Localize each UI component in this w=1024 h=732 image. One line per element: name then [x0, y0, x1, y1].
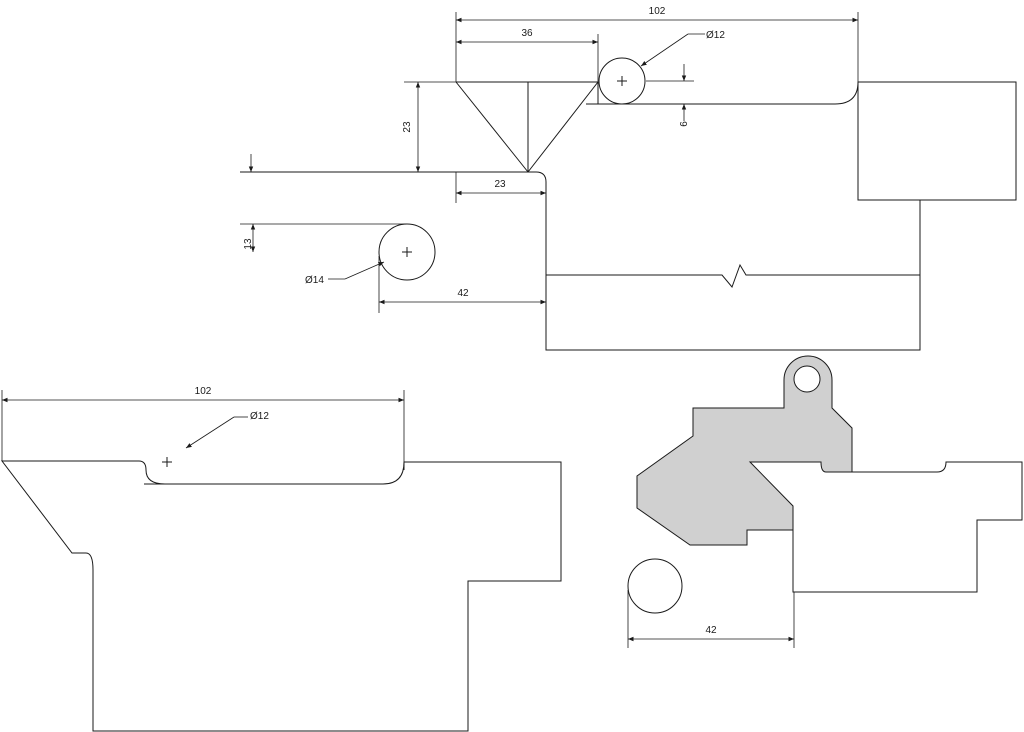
dim-label-102: 102: [649, 6, 666, 17]
dim-label-23-horizontal: 23: [494, 179, 506, 190]
dim-102-bottom-left: 102: [1, 386, 405, 462]
bottom-left-view: 102 Ø12: [0, 386, 562, 732]
dim-label-42-bottom: 42: [705, 625, 717, 636]
bottom-left-profile: [0, 460, 562, 732]
dim-label-23-vertical: 23: [402, 121, 413, 133]
dim-36: 36: [456, 28, 599, 82]
dim-label-dia12-bottom: Ø12: [250, 411, 269, 422]
dim-label-42-top: 42: [457, 288, 469, 299]
dim-label-6: 6: [679, 121, 690, 127]
dim-label-36: 36: [521, 28, 533, 39]
dim-13: 13: [240, 223, 407, 252]
vee-die: [455, 81, 599, 173]
dim-hole-dia: Ø12: [185, 411, 269, 449]
dim-label-dia14: Ø14: [305, 275, 324, 286]
dim-label-13: 13: [243, 238, 254, 250]
dim-42-top: 42: [378, 256, 547, 313]
right-block: [857, 81, 1017, 201]
upper-roller-circle: [598, 57, 646, 105]
bottom-right-view: 42: [627, 355, 1023, 648]
dim-102-top: 102: [455, 6, 859, 82]
workpiece-profile: [792, 461, 1023, 593]
bottom-right-roller: [627, 558, 683, 614]
dim-23-vertical: 23: [402, 81, 456, 172]
dim-upper-roller-dia: Ø12: [640, 30, 725, 67]
body-top-edge: [586, 81, 859, 105]
dim-label-dia12-top: Ø12: [706, 30, 725, 41]
clamp-part: [636, 355, 853, 546]
dim-42-bottom-right: 42: [627, 590, 795, 648]
dim-6: 6: [646, 64, 694, 127]
body-profile: [240, 171, 921, 351]
top-view: 102 36 Ø12 6 23: [240, 6, 1017, 351]
clamp-hole: [793, 365, 821, 393]
dim-23-horizontal: 23: [455, 172, 547, 203]
dim-lower-roller-dia: Ø14: [305, 261, 385, 286]
break-line: [546, 263, 920, 288]
dim-label-102-bottom: 102: [195, 386, 212, 397]
